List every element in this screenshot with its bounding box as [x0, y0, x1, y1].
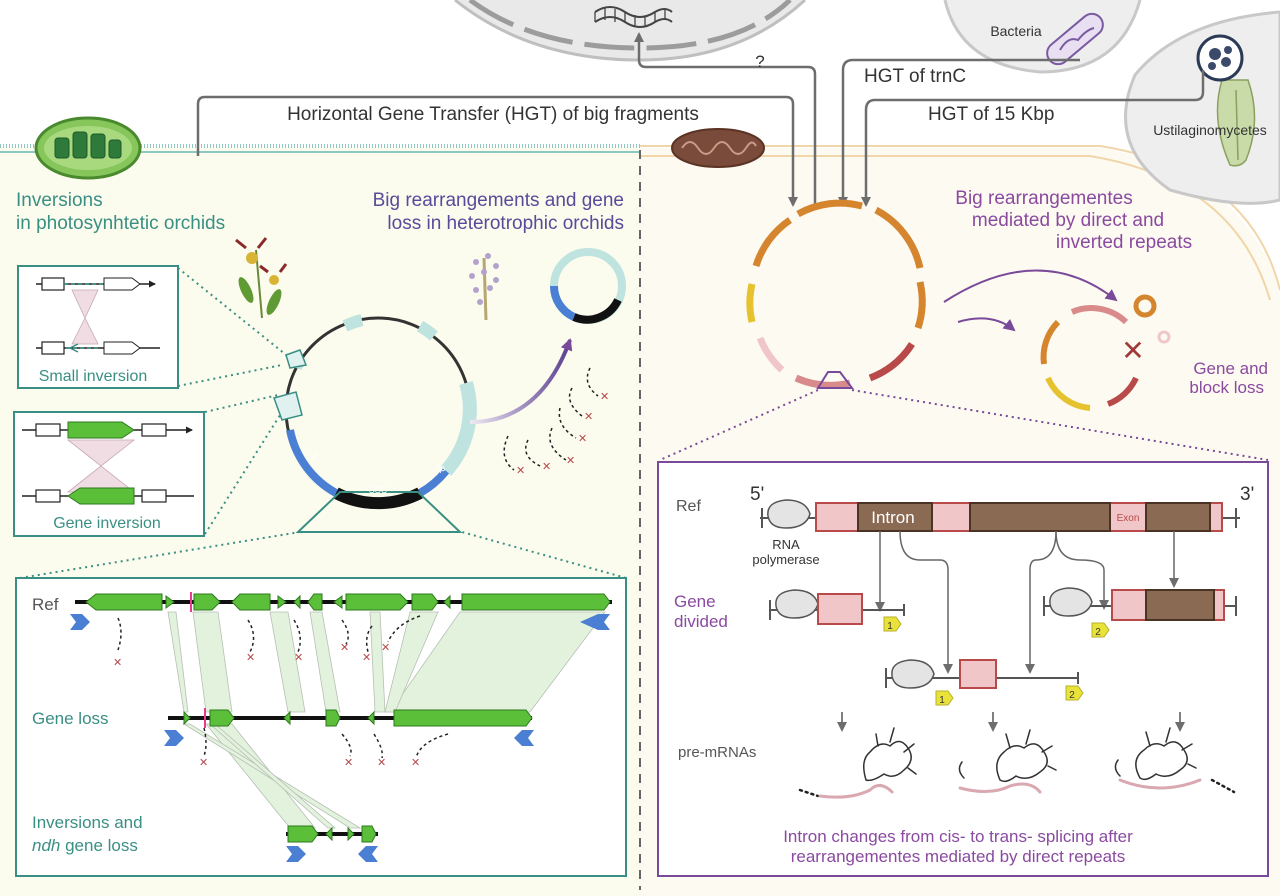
gene-loss-label: Gene loss — [32, 709, 109, 728]
svg-text:✕: ✕ — [516, 465, 525, 477]
question-mark-label: ? — [755, 52, 764, 71]
svg-text:✕: ✕ — [542, 461, 551, 473]
small-inversion-label: Small inversion — [39, 368, 147, 385]
mitochondria-icon — [671, 128, 765, 168]
marker-2-a: 2 — [1095, 627, 1101, 638]
gene-inversion-box — [13, 411, 205, 537]
marker-1-a: 1 — [887, 621, 893, 632]
mito-title-line3: inverted repeats — [1056, 232, 1192, 253]
ssc-label: SSC — [369, 485, 388, 495]
plastome-circle — [273, 314, 477, 533]
heterotrophic-orchid-icon — [469, 253, 499, 321]
gene-loss-cross: ✕ — [1121, 335, 1144, 366]
splicing-caption-line1: Intron changes from cis- to trans- splic… — [783, 827, 1133, 846]
svg-text:✕: ✕ — [578, 433, 587, 445]
rna-polymerase-line1: RNA — [772, 537, 800, 552]
hgt-trnc-label: HGT of trnC — [864, 66, 966, 87]
svg-text:✕: ✕ — [600, 391, 609, 403]
inv-ndh-label-line2: ndh gene loss — [32, 836, 138, 855]
inversion-title-line1: Inversions — [16, 190, 103, 211]
marker-2-b: 2 — [1069, 690, 1075, 701]
svg-text:✕: ✕ — [199, 757, 208, 769]
orchid-flower-icon — [235, 237, 288, 319]
chloroplast-icon — [34, 116, 142, 180]
splicing-caption-line2: rearrangementes mediated by direct repea… — [791, 847, 1126, 866]
three-prime-label: 3' — [1240, 484, 1254, 505]
bacteria-icon — [1046, 12, 1104, 66]
svg-text:✕: ✕ — [566, 455, 575, 467]
ustilago-icon — [1196, 34, 1256, 167]
svg-text:✕: ✕ — [584, 411, 593, 423]
ref-label-left: Ref — [32, 595, 59, 614]
mito-title-line2: mediated by direct and — [972, 210, 1164, 231]
synteny-box: ✕ ✕ ✕ ✕ ✕ ✕ ✕ ✕ ✕ ✕ — [15, 577, 627, 877]
svg-text:✕: ✕ — [113, 657, 122, 669]
gene-block-loss-line1: Gene and — [1193, 359, 1268, 378]
intron-label: Intron — [871, 508, 914, 527]
gene-divided-line1: Gene — [674, 592, 716, 611]
svg-text:✕: ✕ — [362, 652, 371, 664]
trans-splicing-box — [657, 461, 1269, 877]
lost-gene-crosses: ✕✕✕ ✕✕✕ — [516, 391, 609, 477]
svg-text:✕: ✕ — [377, 757, 386, 769]
mitogenome-circle — [746, 199, 926, 389]
svg-text:✕: ✕ — [246, 652, 255, 664]
hgt-big-fragments-label: Horizontal Gene Transfer (HGT) of big fr… — [287, 104, 699, 125]
mito-region-marker — [816, 371, 854, 389]
ustilago-label: Ustilaginomycetes — [1153, 122, 1267, 138]
gene-block-loss-line2: block loss — [1189, 378, 1264, 397]
svg-text:✕: ✕ — [344, 757, 353, 769]
marker-1-b: 1 — [939, 695, 945, 706]
svg-text:✕: ✕ — [340, 642, 349, 654]
inversion-title-line2: in photosynhtetic orchids — [16, 213, 225, 234]
exon-label: Exon — [1117, 513, 1140, 524]
reduced-plastome-circle — [550, 248, 626, 324]
bacteria-label: Bacteria — [990, 23, 1042, 39]
five-prime-label: 5' — [750, 484, 764, 505]
svg-text:✕: ✕ — [411, 757, 420, 769]
hgt-15kbp-label: HGT of 15 Kbp — [928, 104, 1054, 125]
rna-polymerase-line2: polymerase — [752, 552, 819, 567]
svg-text:✕: ✕ — [381, 642, 390, 654]
lost-genes-icon — [503, 367, 599, 471]
gene-inversion-label: Gene inversion — [53, 515, 161, 532]
rearrangement-arrow-2 — [957, 317, 1016, 332]
rearranged-mitogenome — [1040, 294, 1171, 411]
rearrangement-arrow-1 — [943, 269, 1118, 303]
mito-title-line1: Big rearrangementes — [955, 188, 1132, 209]
heterotroph-title-line2: loss in heterotrophic orchids — [387, 213, 624, 234]
gene-divided-line2: divided — [674, 612, 728, 631]
svg-text:✕: ✕ — [294, 652, 303, 664]
dna-helix-icon — [594, 6, 673, 28]
heterotroph-title-line1: Big rearrangements and gene — [373, 190, 624, 211]
reduction-arrow — [469, 338, 573, 424]
ref-label-right: Ref — [676, 498, 701, 515]
pre-mrna-label: pre-mRNAs — [678, 744, 756, 761]
small-inversion-box — [17, 265, 179, 389]
inv-ndh-label-line1: Inversions and — [32, 813, 143, 832]
hgt-arrows — [196, 32, 1205, 207]
